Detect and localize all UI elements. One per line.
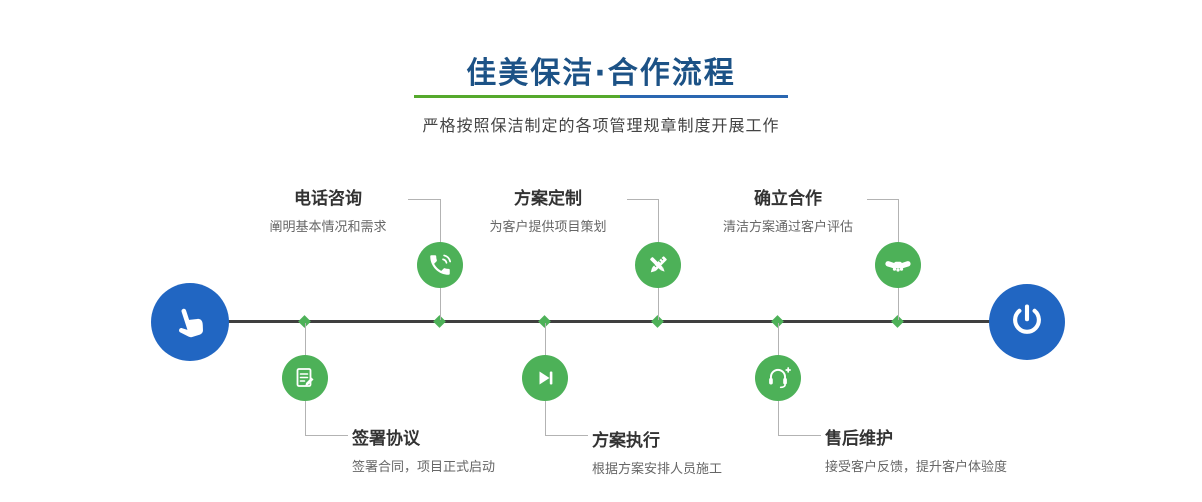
connector-line [778,435,821,436]
phone-icon [417,242,463,288]
step-desc: 根据方案安排人员施工 [592,462,723,477]
design-icon [635,242,681,288]
connector-line [627,199,658,200]
headset-icon [755,355,801,401]
step-desc: 清洁方案通过客户评估 [722,220,853,235]
divider-blue-segment [619,95,788,98]
title-divider [414,95,788,98]
end-node [989,284,1065,360]
divider-green-segment [414,95,620,98]
connector-line [545,435,588,436]
step-phone-consult: 电话咨询 阐明基本情况和需求 [248,184,408,235]
connector-line [658,199,659,243]
connector-line [408,199,440,200]
handshake-icon [875,242,921,288]
step-plan-custom: 方案定制 为客户提供项目策划 [468,184,628,235]
step-title: 电话咨询 [294,189,362,209]
contract-icon [282,355,328,401]
step-title: 确立合作 [754,189,822,209]
step-establish-cooperation: 确立合作 清洁方案通过客户评估 [708,184,868,235]
connector-line [898,288,899,320]
connector-line [305,435,348,436]
page-subtitle: 严格按照保洁制定的各项管理规章制度开展工作 [422,116,780,135]
step-sign-agreement: 签署协议 签署合同，项目正式启动 [352,424,495,475]
connector-line [440,288,441,320]
step-desc: 签署合同，项目正式启动 [352,460,496,475]
connector-line [867,199,898,200]
connector-line [898,199,899,243]
step-desc: 为客户提供项目策划 [489,220,607,235]
connector-line [658,288,659,320]
step-title: 方案执行 [592,431,660,451]
step-plan-execute: 方案执行 根据方案安排人员施工 [592,426,722,477]
connector-line [545,323,546,356]
page-title: 佳美保洁·合作流程 [466,56,736,91]
play-icon [522,355,568,401]
power-icon [1008,301,1046,343]
timeline [190,320,1026,323]
step-desc: 接受客户反馈，提升客户体验度 [825,460,1008,475]
connector-line [305,401,306,435]
step-desc: 阐明基本情况和需求 [269,220,387,235]
pointer-hand-icon [165,297,215,347]
step-title: 方案定制 [514,189,582,209]
connector-line [545,401,546,435]
step-title: 售后维护 [825,429,893,449]
step-after-sales: 售后维护 接受客户反馈，提升客户体验度 [825,424,1007,475]
start-node [151,283,229,361]
connector-line [778,323,779,356]
step-title: 签署协议 [352,429,420,449]
connector-line [778,401,779,435]
connector-line [305,323,306,356]
connector-line [440,199,441,243]
